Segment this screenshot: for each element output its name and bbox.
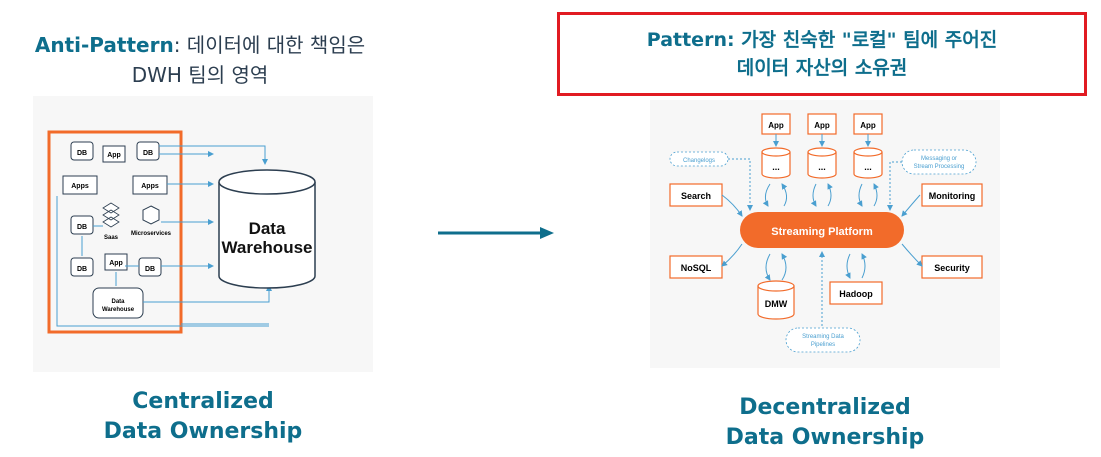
svg-text:Warehouse: Warehouse <box>221 238 312 257</box>
app-box: App <box>761 113 791 135</box>
svg-text:DB: DB <box>77 266 87 273</box>
svg-text:App: App <box>107 152 121 159</box>
svg-text:NoSQL: NoSQL <box>681 263 712 273</box>
data-warehouse-cylinder: Data Warehouse <box>218 169 316 289</box>
svg-text:Stream Processing: Stream Processing <box>914 164 965 170</box>
decentralized-diagram: App App App ... ... ... Changel <box>669 113 983 353</box>
svg-text:App: App <box>860 121 876 130</box>
svg-text:App: App <box>814 121 830 130</box>
svg-text:...: ... <box>772 162 780 172</box>
svg-text:Streaming Data: Streaming Data <box>802 334 844 340</box>
small-data-warehouse-icon: Data Warehouse <box>92 287 144 319</box>
db-icon: DB <box>70 215 94 235</box>
transition-arrow-icon <box>438 227 554 239</box>
svg-text:...: ... <box>818 162 826 172</box>
db-icon: DB <box>70 257 94 277</box>
flow-arrows <box>721 134 923 326</box>
hadoop-box: Hadoop <box>829 281 883 305</box>
svg-text:Microservices: Microservices <box>131 231 172 237</box>
streaming-platform-node: Streaming Platform <box>740 212 904 248</box>
svg-text:Data: Data <box>111 299 125 305</box>
svg-text:Saas: Saas <box>104 235 119 241</box>
app-box: App <box>853 113 883 135</box>
svg-text:Security: Security <box>934 263 970 273</box>
centralized-caption-line1: Centralized <box>132 389 274 414</box>
centralized-caption-line2: Data Ownership <box>103 419 303 444</box>
saas-icon: Saas <box>102 202 120 241</box>
svg-text:Search: Search <box>681 191 711 201</box>
anti-pattern-label: Anti-Pattern <box>34 33 174 57</box>
svg-text:DB: DB <box>77 224 87 231</box>
search-box: Search <box>669 183 723 207</box>
decentralized-caption: Decentralized Data Ownership <box>700 393 950 453</box>
decentralized-diagram-panel: App App App ... ... ... Changel <box>650 100 1000 368</box>
centralized-diagram: DB App DB Apps Apps DB Saas Microservic <box>47 130 316 334</box>
svg-text:DB: DB <box>145 266 155 273</box>
db-icon: DB <box>138 257 162 277</box>
changelogs-label: Changelogs <box>669 151 729 167</box>
pattern-title-line1: Pattern: 가장 친숙한 "로컬" 팀에 주어진 <box>646 29 998 51</box>
db-cylinder: ... <box>807 147 837 179</box>
decentralized-caption-line2: Data Ownership <box>725 425 925 450</box>
db-icon: DB <box>136 141 160 161</box>
microservices-icon: Microservices <box>131 205 172 237</box>
svg-text:Apps: Apps <box>141 183 159 190</box>
pattern-title: Pattern: 가장 친숙한 "로컬" 팀에 주어진 데이터 자산의 소유권 <box>557 26 1087 82</box>
svg-text:Changelogs: Changelogs <box>683 158 715 164</box>
messaging-label: Messaging or Stream Processing <box>901 149 977 175</box>
app-icon: App <box>104 253 128 271</box>
nosql-box: NoSQL <box>669 255 723 279</box>
anti-pattern-title-rest: : 데이터에 대한 책임은 <box>173 33 366 57</box>
svg-text:Data: Data <box>249 219 286 238</box>
anti-pattern-title-line2: DWH 팀의 영역 <box>131 63 269 87</box>
centralized-caption: Centralized Data Ownership <box>33 387 373 447</box>
svg-text:DB: DB <box>143 150 153 157</box>
central-boundary <box>47 130 183 334</box>
svg-text:DB: DB <box>77 150 87 157</box>
svg-text:App: App <box>768 121 784 130</box>
centralized-diagram-panel: DB App DB Apps Apps DB Saas Microservic <box>33 96 373 372</box>
svg-text:Warehouse: Warehouse <box>102 307 135 313</box>
svg-text:...: ... <box>864 162 872 172</box>
svg-text:Apps: Apps <box>71 183 89 190</box>
apps-icon: Apps <box>132 175 168 195</box>
security-box: Security <box>921 255 983 279</box>
pipelines-label: Streaming Data Pipelines <box>785 327 861 353</box>
db-cylinder: ... <box>761 147 791 179</box>
app-box: App <box>807 113 837 135</box>
db-cylinder: ... <box>853 147 883 179</box>
decentralized-caption-line1: Decentralized <box>739 395 911 420</box>
anti-pattern-title: Anti-Pattern: 데이터에 대한 책임은 DWH 팀의 영역 <box>0 30 400 90</box>
svg-text:Hadoop: Hadoop <box>839 289 873 299</box>
apps-icon: Apps <box>62 175 98 195</box>
db-icon: DB <box>70 141 94 161</box>
connector-lines <box>56 145 272 327</box>
dmw-cylinder: DMW <box>757 280 795 320</box>
svg-text:App: App <box>109 260 123 267</box>
pattern-title-box <box>557 12 1087 96</box>
svg-text:DMW: DMW <box>765 299 788 309</box>
svg-text:Streaming Platform: Streaming Platform <box>771 226 873 238</box>
svg-text:Pipelines: Pipelines <box>811 342 835 348</box>
monitoring-box: Monitoring <box>921 183 983 207</box>
svg-text:Messaging or: Messaging or <box>921 156 957 162</box>
svg-text:Monitoring: Monitoring <box>929 191 976 201</box>
app-icon: App <box>102 145 126 163</box>
pattern-title-line2: 데이터 자산의 소유권 <box>736 57 908 79</box>
